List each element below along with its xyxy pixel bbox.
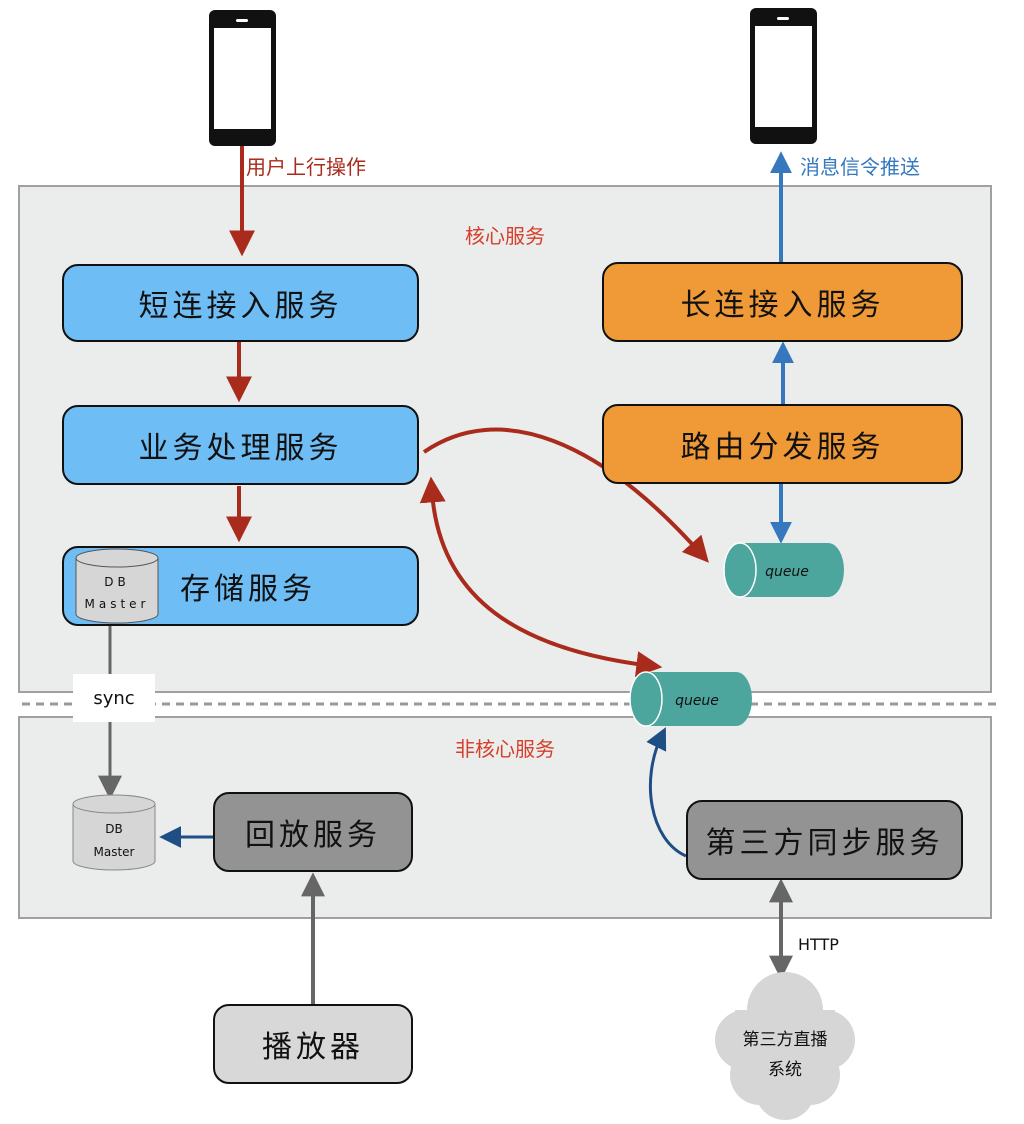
- noncore-db-icon: DB Master: [72, 794, 156, 871]
- routing-service[interactable]: 路由分发服务: [602, 404, 963, 484]
- core-queue-label: queue: [765, 564, 809, 580]
- downstream-label: 消息信令推送: [800, 155, 920, 179]
- cloud-label-line2: 系统: [768, 1060, 802, 1080]
- core-services-title: 核心服务: [465, 224, 545, 248]
- noncore-db-line2: Master: [94, 845, 135, 859]
- upstream-phone-icon: [209, 10, 276, 146]
- core-db-line2: Master: [85, 597, 150, 611]
- core-db-icon: DB Master: [75, 548, 159, 624]
- noncore-db-line1: DB: [105, 822, 122, 836]
- storage-service-label: 存储服务: [180, 572, 316, 607]
- short-conn-service[interactable]: 短连接入服务: [62, 264, 419, 342]
- player[interactable]: 播放器: [213, 1004, 413, 1084]
- http-label: HTTP: [798, 935, 839, 954]
- playback-service[interactable]: 回放服务: [213, 792, 413, 872]
- boundary-queue: queue: [629, 671, 752, 727]
- sync-label: sync: [73, 674, 155, 722]
- core-queue: queue: [723, 542, 844, 598]
- upstream-label: 用户上行操作: [246, 155, 366, 179]
- third-party-live-cloud: [715, 972, 855, 1120]
- third-party-sync-service[interactable]: 第三方同步服务: [686, 800, 963, 880]
- long-conn-service[interactable]: 长连接入服务: [602, 262, 963, 342]
- business-service[interactable]: 业务处理服务: [62, 405, 419, 485]
- business-boundary-queue-arrow: [419, 476, 663, 678]
- storage-service[interactable]: DB Master 存储服务: [62, 546, 419, 626]
- boundary-queue-label: queue: [675, 693, 719, 709]
- third-party-to-queue-arrow: [646, 727, 687, 858]
- noncore-services-title: 非核心服务: [455, 737, 555, 761]
- downstream-phone-icon: [750, 8, 817, 144]
- core-db-line1: DB: [104, 575, 129, 589]
- cloud-label-line1: 第三方直播: [743, 1030, 828, 1050]
